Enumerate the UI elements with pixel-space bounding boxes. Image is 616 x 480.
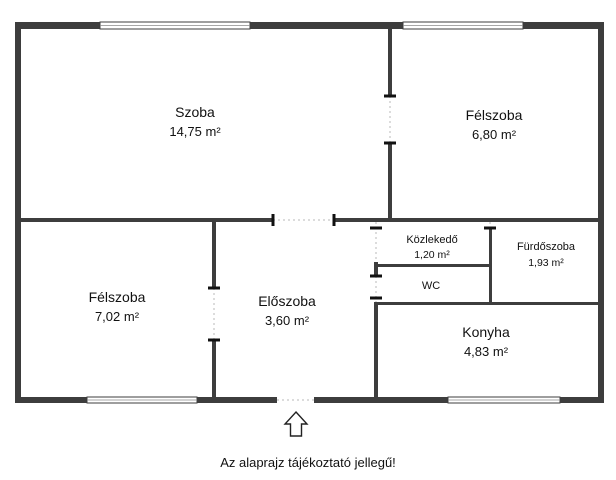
window-top-right [402,21,524,30]
room-area: 1,93 m² [528,257,564,269]
door-szoba-felszoba [384,94,396,145]
window-top-left [99,21,251,30]
room-name: Szoba [175,104,215,120]
room-name: Fürdőszoba [517,241,576,253]
room-labels: Szoba 14,75 m² Félszoba 6,80 m² Félszoba… [89,104,576,359]
room-name: WC [422,280,440,292]
room-name: Félszoba [466,107,523,123]
room-area: 7,02 m² [95,309,140,324]
room-name: Közlekedő [406,234,457,246]
doors [208,94,496,342]
room-name: Előszoba [258,293,316,309]
window-bottom-right [447,396,561,404]
windows [86,21,561,404]
room-area: 14,75 m² [169,124,221,139]
room-name: Félszoba [89,289,146,305]
door-felszoba-eloszoba [208,286,220,342]
room-area: 3,60 m² [265,313,310,328]
window-bottom-left [86,396,198,404]
door-furdoszoba [484,222,496,230]
door-wc [370,274,382,302]
door-szoba-eloszoba [271,214,336,226]
room-area: 1,20 m² [414,249,450,261]
disclaimer-text: Az alaprajz tájékoztató jellegű! [220,455,396,470]
interior-walls [21,29,598,397]
door-kozlekedo-upper [370,222,382,262]
outer-walls [15,22,604,403]
room-name: Konyha [462,324,510,340]
room-area: 6,80 m² [472,127,517,142]
room-area: 4,83 m² [464,344,509,359]
up-arrow-icon [283,410,309,437]
